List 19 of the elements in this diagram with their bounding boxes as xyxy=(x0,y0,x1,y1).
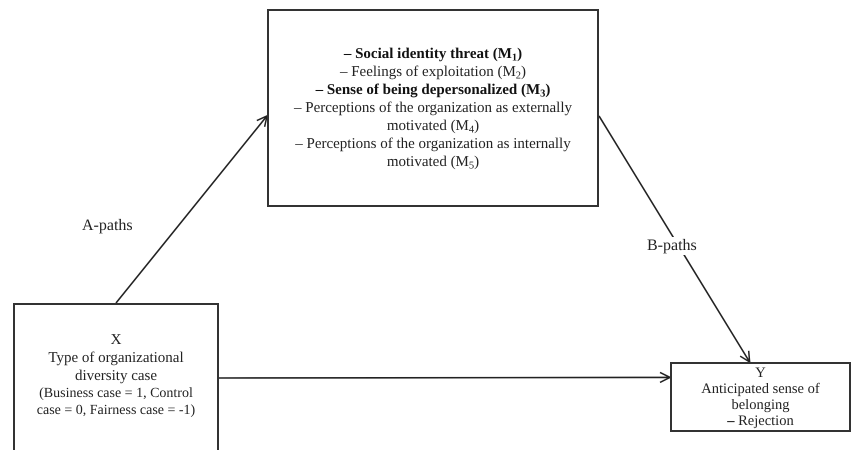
mediator-item: – Feelings of exploitation (M$_{2}$) xyxy=(338,63,528,81)
edge-label: B-paths xyxy=(645,237,699,255)
arrow xyxy=(598,116,750,363)
predictor-box xyxy=(13,303,219,450)
variable-description: (Business case = 1, Control case = 0, Fairness case = -1) xyxy=(36,385,196,419)
outcome-box xyxy=(670,362,851,432)
mediator-item: – Perceptions of the organization as internally motivated (M$_{5}$) xyxy=(294,135,572,171)
arrow xyxy=(115,115,268,304)
arrow xyxy=(219,372,671,384)
mediator-box xyxy=(267,9,599,207)
mediator-item: – Social identity threat (M$_{1}$) xyxy=(342,45,524,63)
variable-description: – Rejection xyxy=(726,413,795,429)
edge-label: A-paths xyxy=(80,217,135,235)
mediator-item: – Sense of being depersonalized (M$_{3}$) xyxy=(314,81,552,99)
variable-label: Y xyxy=(754,365,767,381)
mediator-item: – Perceptions of the organization as externally motivated (M$_{4}$) xyxy=(293,99,573,135)
variable-label: X xyxy=(110,331,122,349)
variable-description: Type of organizational diversity case xyxy=(47,349,185,385)
variable-description: Anticipated sense of belonging xyxy=(700,381,821,413)
